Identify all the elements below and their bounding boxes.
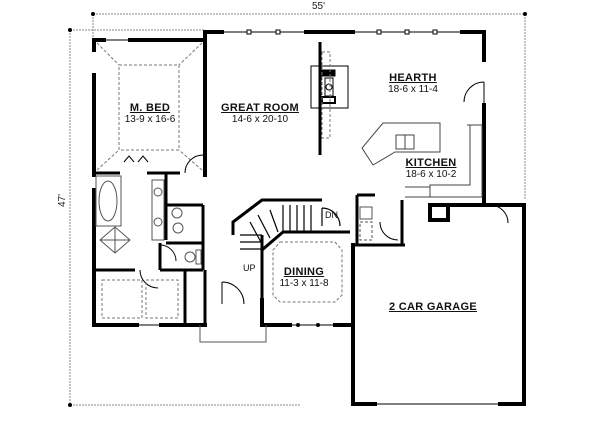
windows (104, 29, 500, 405)
overall-depth-label: 47' (57, 193, 69, 208)
room-name: HEARTH (389, 72, 437, 84)
front-porch (199, 325, 267, 343)
doors[interactable] (123, 81, 509, 305)
fireplace (310, 51, 349, 139)
room-master-bed: M. BED 13-9 x 16-6 (120, 102, 180, 125)
exterior-walls (92, 30, 526, 406)
stair-up-label: UP (243, 263, 256, 273)
kitchen-counters (361, 122, 483, 198)
room-dimensions: 11-3 x 11-8 (279, 278, 329, 289)
room-great-room: GREAT ROOM 14-6 x 20-10 (220, 102, 300, 125)
room-name: GREAT ROOM (221, 102, 299, 114)
room-dining: DINING 11-3 x 11-8 (274, 266, 334, 289)
room-dimensions: 14-6 x 20-10 (231, 114, 289, 125)
dining-tray-ceiling (272, 241, 343, 303)
stair-down-label: DN (325, 210, 338, 220)
room-hearth: HEARTH 18-6 x 11-4 (378, 72, 448, 95)
room-name: M. BED (129, 102, 171, 114)
room-dimensions: 13-9 x 16-6 (124, 114, 176, 125)
bath-fixtures (95, 175, 373, 319)
room-name: KITCHEN (405, 157, 457, 169)
room-name: 2 CAR GARAGE (389, 301, 477, 313)
overall-width-label: 55' (312, 1, 326, 12)
room-garage: 2 CAR GARAGE (378, 301, 488, 313)
room-kitchen: KITCHEN 18-6 x 10-2 (396, 157, 466, 180)
room-dimensions: 18-6 x 10-2 (405, 169, 457, 180)
interior-walls (94, 42, 405, 325)
room-name: DINING (283, 266, 325, 278)
room-dimensions: 18-6 x 11-4 (388, 84, 438, 95)
staircase[interactable] (231, 198, 350, 262)
dimension-lines (69, 13, 526, 406)
